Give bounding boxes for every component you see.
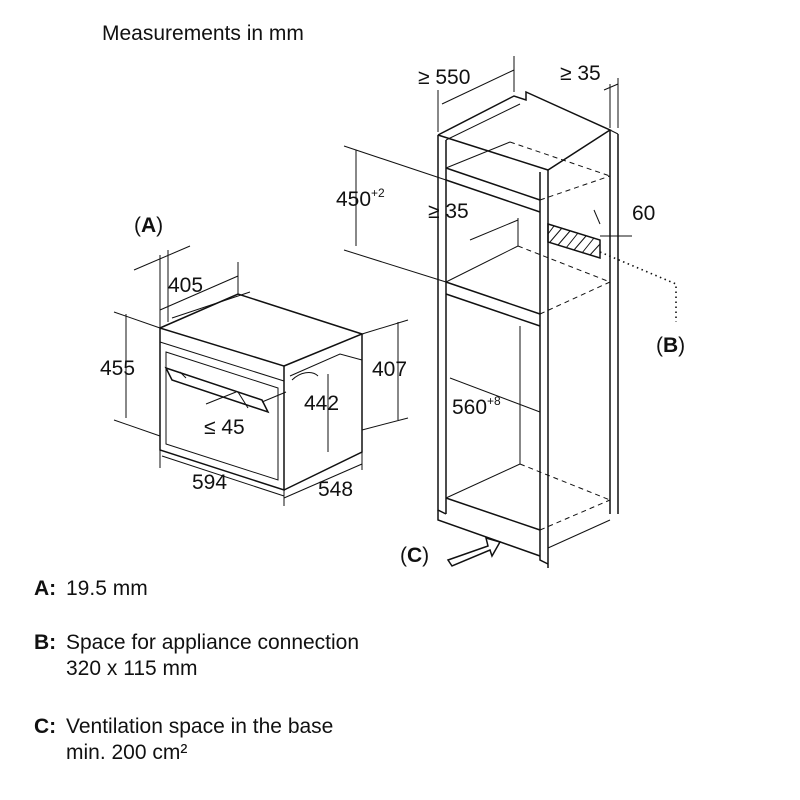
dim-455: 455 <box>100 357 135 380</box>
legend-key-a: A: <box>34 577 57 600</box>
dim-handle-gap: ≤ 45 <box>204 416 245 439</box>
dim-548: 548 <box>318 478 353 501</box>
dim-shelf-gap: ≥ 35 <box>428 200 469 223</box>
cabinet-dimensions <box>343 56 632 413</box>
dim-niche-height: 450+2 <box>336 186 385 211</box>
dim-niche-width: 560+8 <box>452 394 501 419</box>
legend-key-c: C: <box>34 715 57 738</box>
dim-cabinet-rear-gap: ≥ 35 <box>560 62 601 85</box>
dim-405: 405 <box>168 274 203 297</box>
legend-b: B: Space for appliance connection 320 x 11… <box>34 630 359 682</box>
legend-c: C: Ventilation space in the base min. 200 … <box>34 714 333 766</box>
legend-key-b: B: <box>34 631 57 654</box>
dim-cabinet-depth: ≥ 550 <box>418 66 470 89</box>
legend-text-b-line1: Space for appliance connection <box>66 631 360 654</box>
oven-dimensions <box>113 245 409 506</box>
marker-c: (C) <box>400 544 429 567</box>
dim-594: 594 <box>192 471 227 494</box>
marker-a: (A) <box>134 214 163 237</box>
oven-drawing <box>159 291 365 492</box>
cabinet-drawing <box>437 90 677 568</box>
dim-407: 407 <box>372 358 407 381</box>
legend-a: A: 19.5 mm <box>34 576 148 602</box>
legend-text-b-line2: 320 x 115 mm <box>66 657 198 680</box>
legend-text-a: 19.5 mm <box>66 577 148 600</box>
legend-text-c-line1: Ventilation space in the base <box>66 715 334 738</box>
diagram-title: Measurements in mm <box>102 22 304 45</box>
legend-text-c-line2: min. 200 cm² <box>66 741 188 764</box>
marker-b: (B) <box>656 334 685 357</box>
dim-top-offset: 60 <box>632 202 655 225</box>
dim-442: 442 <box>304 392 339 415</box>
